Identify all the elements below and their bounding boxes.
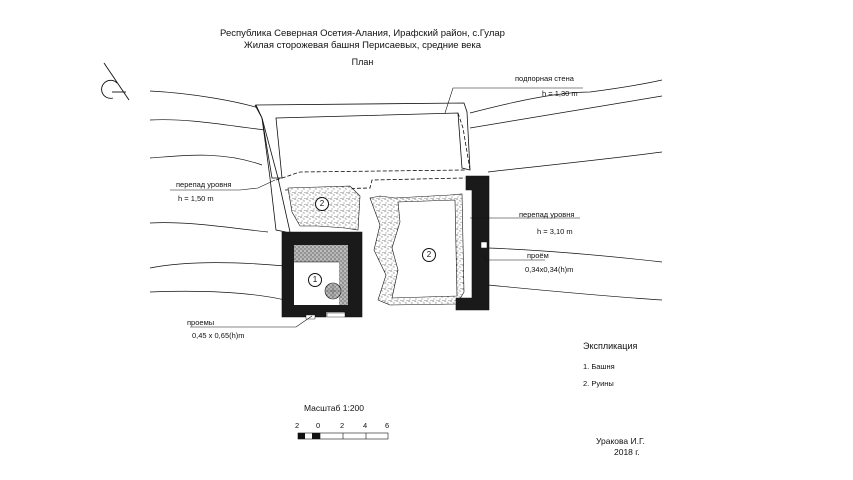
contour-line: [149, 262, 286, 269]
title-line-1: Республика Северная Осетия-Алания, Ирафс…: [220, 28, 505, 39]
scale-tick: 6: [385, 421, 390, 430]
retaining-wall-height: h = 1,30 m: [542, 89, 578, 98]
opening-label: проём: [527, 251, 549, 260]
scale-tick: 2: [340, 421, 345, 430]
level-change-right-height: h = 3,10 m: [537, 227, 573, 236]
contour-line: [149, 222, 269, 233]
contour-line: [149, 119, 266, 131]
scale-tick: 0: [316, 421, 321, 430]
legend-item: 1. Башня: [583, 362, 615, 371]
contour-line: [469, 79, 663, 114]
scale-tick: 2: [295, 421, 300, 430]
retaining-wall-outline: [255, 102, 471, 179]
terrain-contours: [149, 79, 663, 301]
scale-tick: 4: [363, 421, 368, 430]
contour-line: [487, 151, 663, 173]
leader-lines: [170, 87, 583, 328]
right-tower-wall: [455, 175, 490, 311]
contour-line: [149, 90, 269, 112]
level-change-left-label: перепад уровня: [176, 180, 232, 189]
retaining-wall-label: подпорная стена: [515, 74, 574, 83]
opening-size: 0,34x0,34(h)m: [525, 265, 574, 274]
zone-number: 2: [315, 197, 329, 211]
contour-line: [469, 95, 663, 129]
contour-line: [487, 284, 663, 301]
plan-heading: План: [351, 57, 374, 67]
author-name: Уракова И.Г.: [596, 436, 645, 446]
contour-line: [149, 154, 263, 166]
wall-left-edge: [254, 104, 287, 233]
north-arrow-icon: [101, 62, 130, 101]
author-year: 2018 г.: [614, 447, 640, 457]
legend-title: Экспликация: [583, 341, 638, 351]
window-opening: [480, 241, 488, 249]
zone-number: 2: [422, 248, 436, 262]
level-change-right-label: перепад уровня: [519, 210, 575, 219]
legend-item: 2. Руины: [583, 379, 614, 388]
wall-left-inner: [261, 117, 291, 233]
openings-size: 0,45 x 0,65(h)m: [192, 331, 245, 340]
contour-line: [487, 247, 663, 263]
scale-label: Масштаб 1:200: [304, 403, 364, 413]
title-line-2: Жилая сторожевая башня Перисаевых, средн…: [243, 40, 482, 51]
openings-label: проемы: [187, 318, 215, 327]
level-change-left-height: h = 1,50 m: [178, 194, 214, 203]
level-change-dashed: [275, 169, 466, 191]
zone-number: 1: [308, 273, 322, 287]
retaining-wall-dashed: [457, 112, 471, 171]
scale-bar: [297, 432, 389, 440]
doorway: [326, 312, 346, 318]
contour-line: [149, 290, 286, 301]
